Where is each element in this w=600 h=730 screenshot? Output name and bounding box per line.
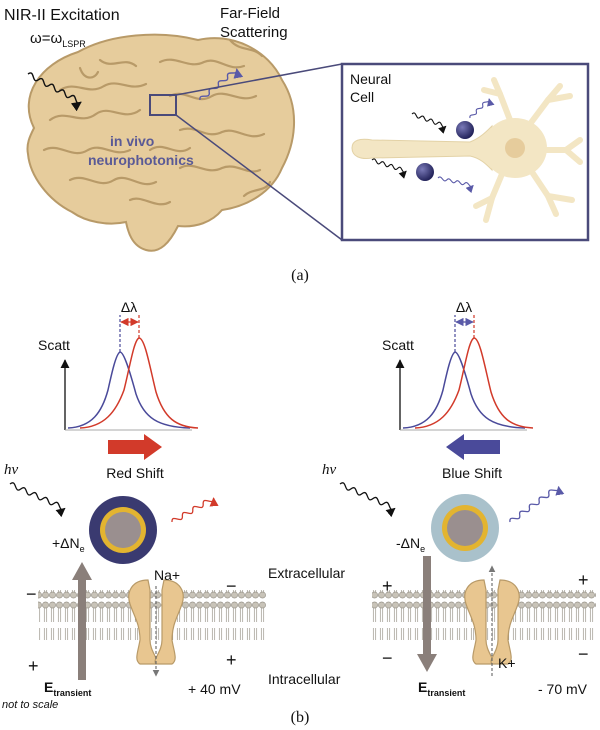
voltage-label-left: + 40 mV: [188, 681, 241, 697]
nanoparticle-core-right: [447, 510, 483, 546]
sign-left-4: +: [226, 650, 237, 670]
red-shift-arrow: [108, 434, 162, 460]
extracellular-label: Extracellular: [268, 565, 345, 581]
field-arrow-right: [417, 556, 437, 672]
incident-photon-right: [339, 482, 396, 518]
membrane-left: [38, 590, 266, 640]
nanoparticle-core-left: [105, 512, 141, 548]
blue-shift-arrow: [446, 434, 500, 460]
panel-b-right: Scatt Δλ Blue Shift hν -ΔNe K+ Etransien…: [322, 299, 596, 698]
delta-label-left: Δλ: [121, 299, 137, 315]
omega-label: ω=ωLSPR: [30, 30, 86, 49]
panel-a: NIR-II Excitation ω=ωLSPR Far-Field Scat…: [4, 5, 590, 284]
field-label-left: Etransient: [44, 679, 91, 698]
inset-scatter-photon-2: [437, 176, 474, 194]
field-arrow-left: [72, 562, 92, 680]
scale-note: not to scale: [2, 699, 58, 711]
inset-label-1: Neural: [350, 71, 391, 87]
scatt-label-left: Scatt: [38, 337, 70, 353]
caption-b: (b): [291, 709, 310, 726]
sign-right-4: −: [578, 644, 589, 664]
intracellular-label: Intracellular: [268, 671, 341, 687]
photon-label-right: hν: [322, 462, 337, 478]
brain-text-1: in vivo: [110, 133, 154, 149]
inset-scatter-photon-1: [469, 98, 495, 119]
scatt-label-right: Scatt: [382, 337, 414, 353]
inset-excitation-photon-1: [411, 112, 447, 134]
scattered-photon-right: [509, 485, 565, 523]
excitation-label: NIR-II Excitation: [4, 7, 120, 24]
scattering-label-1: Far-Field: [220, 5, 280, 22]
caption-a: (a): [291, 267, 309, 284]
sign-right-2: −: [382, 648, 393, 668]
brain-text-2: neurophotonics: [88, 152, 194, 168]
nanoparticle-2: [416, 163, 434, 181]
spectrum-shifted-right: [402, 351, 526, 429]
scattered-photon-left: [171, 497, 219, 523]
zoom-connector-top: [175, 63, 343, 96]
sign-right-3: +: [578, 570, 589, 590]
photon-label-left: hν: [4, 462, 19, 478]
charge-label-left: +ΔNe: [52, 535, 85, 554]
potassium-label: K+: [498, 655, 516, 671]
spectrum-original-left: [67, 351, 191, 429]
scattering-photon-wave: [199, 68, 244, 101]
sodium-label: Na+: [154, 567, 180, 583]
charge-label-right: -ΔNe: [396, 535, 425, 554]
scattering-label-2: Scattering: [220, 24, 288, 41]
inset-label-2: Cell: [350, 89, 374, 105]
field-label-right: Etransient: [418, 679, 465, 698]
sign-left-3: −: [226, 576, 237, 596]
zoom-connector-bottom: [175, 114, 343, 241]
sign-right-1: +: [382, 576, 393, 596]
blue-shift-label: Blue Shift: [442, 465, 502, 481]
nanoparticle-1: [456, 121, 474, 139]
delta-label-right: Δλ: [456, 299, 472, 315]
voltage-label-right: - 70 mV: [538, 681, 588, 697]
ion-channel-left-half-2: [154, 579, 184, 665]
zoom-region-box: [149, 94, 177, 116]
sign-left-2: +: [28, 656, 39, 676]
ion-channel-right-half-1: [464, 579, 494, 665]
neural-cell-inset: Neural Cell: [340, 62, 590, 242]
panel-b-left: Scatt Δλ Red Shift hν +ΔNe Na+ Etransien…: [2, 299, 266, 711]
incident-photon-left: [9, 482, 66, 518]
ion-channel-right-half-2: [490, 579, 520, 665]
excitation-photon-wave: [27, 72, 82, 112]
inset-excitation-photon-2: [371, 158, 407, 179]
red-shift-label: Red Shift: [106, 465, 164, 481]
sign-left-1: −: [26, 584, 37, 604]
brain-illustration: [26, 33, 295, 252]
ion-channel-left-half-1: [128, 579, 158, 665]
